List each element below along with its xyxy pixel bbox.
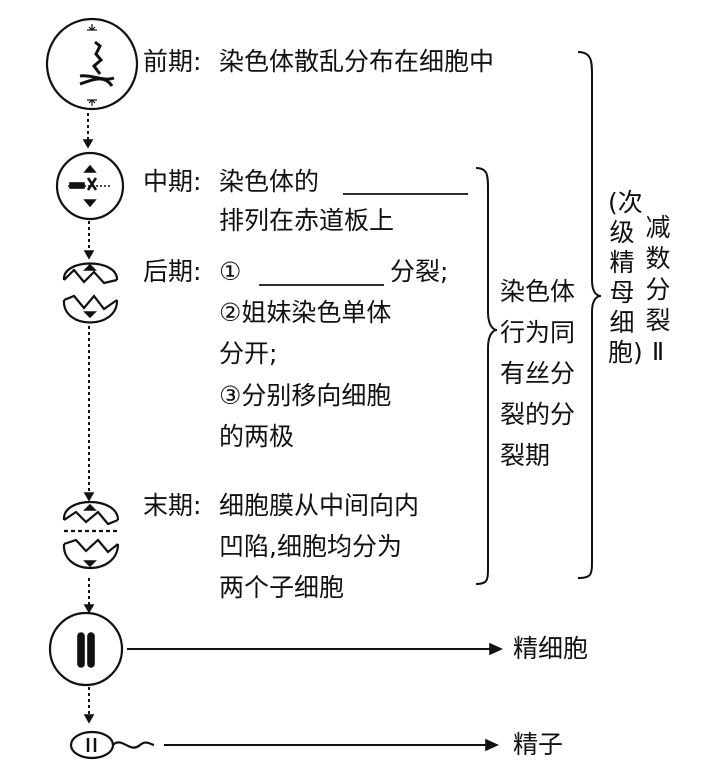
outer-bracket-secondary-spermatocyte: (次级精母细胞) <box>608 188 643 367</box>
telophase-text-line2: 凹陷,细胞均分为 <box>219 532 402 561</box>
telophase-text-line3: 两个子细胞 <box>219 573 345 602</box>
anaphase-item2-line1: ②姐妹染色单体 <box>219 298 392 327</box>
inner-bracket-line3: 有丝分 <box>500 359 576 388</box>
anaphase-item2-line2: 分开; <box>219 339 278 368</box>
sperm-cell-icon <box>69 730 155 760</box>
spermatid-cell-icon <box>48 611 124 687</box>
inner-bracket-line5: 裂期 <box>500 441 551 470</box>
metaphase-text-line2: 排列在赤道板上 <box>219 206 395 235</box>
outer-brace <box>577 51 602 579</box>
anaphase-cell-icon <box>62 262 119 324</box>
flow-connectors <box>87 113 90 718</box>
metaphase-text-line1: 染色体的 <box>219 167 320 196</box>
metaphase-label: 中期: <box>143 167 202 196</box>
anaphase-item1-suffix: 分裂; <box>390 257 449 286</box>
prophase-cell-icon <box>45 17 139 111</box>
sperm-label: 精子 <box>513 730 564 759</box>
spermatid-label: 精细胞 <box>513 634 589 663</box>
anaphase-item1-prefix: ① <box>219 257 242 286</box>
telophase-text-line1: 细胞膜从中间向内 <box>219 491 420 520</box>
anaphase-label: 后期: <box>143 257 202 286</box>
prophase-description: 染色体散乱分布在细胞中 <box>219 47 495 76</box>
inner-bracket-line2: 行为同 <box>500 318 576 347</box>
metaphase-cell-icon <box>55 151 125 221</box>
anaphase-item3-line1: ③分别移向细胞 <box>219 381 392 410</box>
anaphase-item3-line2: 的两极 <box>219 422 295 451</box>
telophase-cell-icon <box>62 501 120 569</box>
outer-bracket-meiosis-ii: 减数分裂Ⅱ <box>645 213 671 366</box>
inner-brace <box>475 167 498 585</box>
inner-bracket-line4: 裂的分 <box>500 400 576 429</box>
prophase-label: 前期: <box>143 47 202 76</box>
inner-bracket-line1: 染色体 <box>500 277 576 306</box>
telophase-label: 末期: <box>143 491 202 520</box>
